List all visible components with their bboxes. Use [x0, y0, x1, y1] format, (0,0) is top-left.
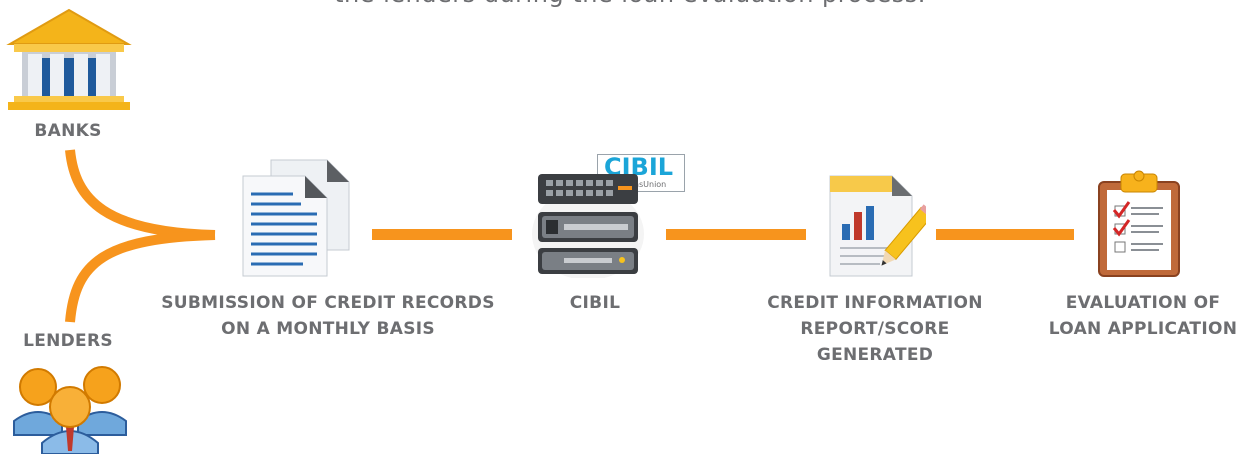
- step-report-line-3: GENERATED: [816, 345, 934, 365]
- step-evaluation-line-2: LOAN APPLICATION: [1048, 319, 1238, 339]
- step-report-label: CREDIT INFORMATION REPORT/SCORE GENERATE…: [742, 290, 1008, 368]
- connector-line-2: [666, 229, 806, 240]
- lenders-icon: [13, 366, 127, 454]
- clipboard-icon: [1098, 170, 1180, 277]
- step-cibil-label: CIBIL: [540, 290, 650, 316]
- connector-line-1: [372, 229, 512, 240]
- documents-icon: [242, 159, 350, 277]
- lender-person-left: [13, 368, 63, 436]
- step-submission-label: SUBMISSION OF CREDIT RECORDS ON A MONTHL…: [136, 290, 520, 342]
- step-report-line-2: REPORT/SCORE: [800, 319, 950, 339]
- step-report-line-1: CREDIT INFORMATION: [767, 293, 983, 313]
- step-submission-line-1: SUBMISSION OF CREDIT RECORDS: [161, 293, 495, 313]
- server-icon: [532, 174, 644, 278]
- banks-label: BANKS: [34, 121, 102, 141]
- lenders-curve: [65, 230, 216, 323]
- step-evaluation-label: EVALUATION OF LOAN APPLICATION: [1030, 290, 1256, 342]
- connector-line-3: [936, 229, 1074, 240]
- step-cibil-line-1: CIBIL: [569, 293, 621, 313]
- report-icon: [829, 175, 926, 277]
- source-connector: [65, 149, 216, 323]
- lender-person-front: [41, 386, 99, 454]
- step-submission-line-2: ON A MONTHLY BASIS: [221, 319, 435, 339]
- bank-icon: [6, 8, 132, 110]
- diagram-heading: the lenders during the loan evaluation p…: [180, 0, 1080, 8]
- step-evaluation-line-1: EVALUATION OF: [1065, 293, 1221, 313]
- banks-curve: [65, 149, 216, 240]
- lenders-label: LENDERS: [23, 331, 113, 351]
- cibil-logo-subtext: TransUnion: [622, 180, 667, 189]
